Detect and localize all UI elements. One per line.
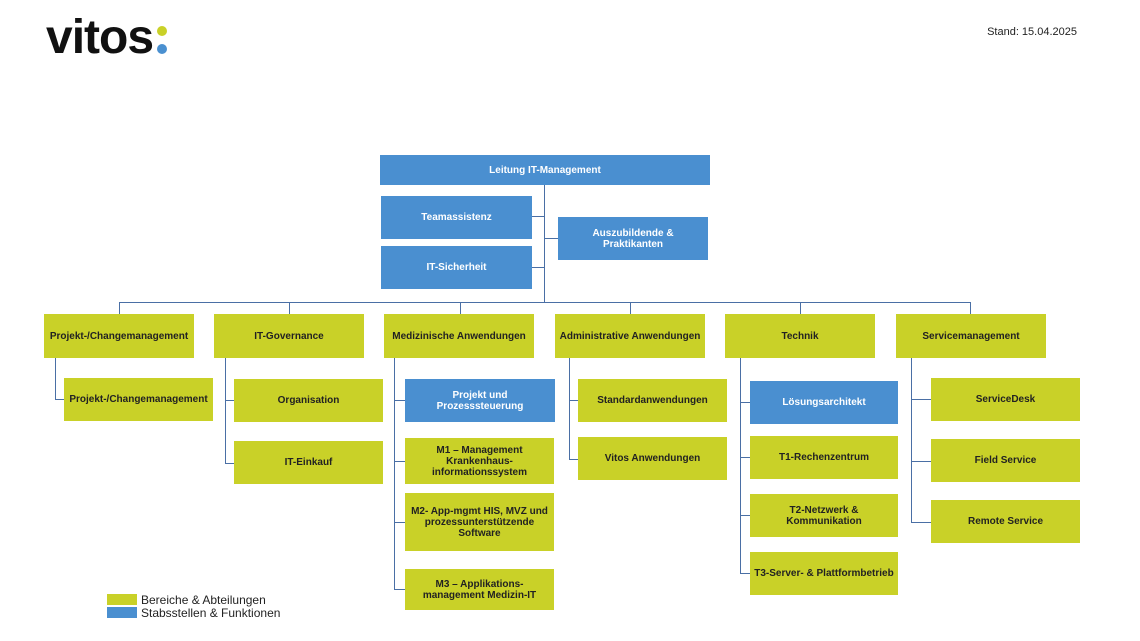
connector-col3-child2: [394, 461, 405, 462]
vitos-logo: vitos: [46, 14, 171, 62]
connector-dept-4: [630, 302, 631, 314]
unit-organisation: Organisation: [234, 379, 383, 422]
connector-col3-child4: [394, 589, 405, 590]
connector-dept-6: [970, 302, 971, 314]
unit-m2: M2- App-mgmt HIS, MVZ und prozessunterst…: [405, 493, 554, 551]
logo-dot-blue: [157, 44, 168, 54]
connector-col2-child1: [225, 400, 234, 401]
legend-row-stabsstellen: Stabsstellen & Funktionen: [107, 605, 281, 620]
connector-col4-vertical: [569, 358, 570, 459]
dept-medizinische-anwendungen: Medizinische Anwendungen: [384, 314, 534, 358]
connector-col4-child2: [569, 459, 578, 460]
connector-col3-vertical: [394, 358, 395, 589]
legend-swatch-green: [107, 594, 137, 605]
logo-dot-green: [157, 26, 168, 36]
connector-col5-child4: [740, 573, 750, 574]
unit-projekt-prozesssteuerung: Projekt und Prozesssteuerung: [405, 379, 555, 422]
box-leitung: Leitung IT-Management: [380, 155, 710, 185]
unit-m1: M1 – Management Krankenhaus-informations…: [405, 438, 554, 484]
unit-projekt-changemanagement: Projekt-/Changemanagement: [64, 378, 213, 421]
unit-standardanwendungen: Standardanwendungen: [578, 379, 727, 422]
legend-label-stabsstellen: Stabsstellen & Funktionen: [141, 605, 281, 620]
box-it-sicherheit: IT-Sicherheit: [381, 246, 532, 289]
dept-technik: Technik: [725, 314, 875, 358]
stand-date: Stand: 15.04.2025: [987, 26, 1077, 38]
connector-col5-vertical: [740, 358, 741, 573]
connector-col6-child3: [911, 522, 931, 523]
connector-department-bus: [119, 302, 971, 303]
unit-it-einkauf: IT-Einkauf: [234, 441, 383, 484]
connector-col6-child1: [911, 399, 931, 400]
connector-dept-2: [289, 302, 290, 314]
connector-col5-child1: [740, 402, 750, 403]
unit-t1-rechenzentrum: T1-Rechenzentrum: [750, 436, 898, 479]
box-teamassistenz: Teamassistenz: [381, 196, 532, 239]
logo-text: vitos: [46, 11, 154, 64]
logo-dots-icon: [157, 14, 171, 62]
connector-col5-child3: [740, 515, 750, 516]
unit-m3: M3 – Applikations-management Medizin-IT: [405, 569, 554, 610]
unit-t2-netzwerk: T2-Netzwerk & Kommunikation: [750, 494, 898, 537]
connector-col1-child1: [55, 399, 64, 400]
dept-it-governance: IT-Governance: [214, 314, 364, 358]
unit-t3-server: T3-Server- & Plattformbetrieb: [750, 552, 898, 595]
unit-loesungsarchitekt: Lösungsarchitekt: [750, 381, 898, 424]
connector-col3-child1: [394, 400, 405, 401]
legend-label-bereiche: Bereiche & Abteilungen: [141, 592, 266, 607]
connector-col5-child2: [740, 457, 750, 458]
connector-dept-5: [800, 302, 801, 314]
connector-teamassistenz: [532, 216, 545, 217]
connector-col4-child1: [569, 400, 578, 401]
unit-remote-service: Remote Service: [931, 500, 1080, 543]
connector-sicherheit: [532, 267, 545, 268]
connector-azubis: [544, 238, 558, 239]
connector-col2-vertical: [225, 358, 226, 463]
connector-col6-child2: [911, 461, 931, 462]
dept-projekt-changemanagement: Projekt-/Changemanagement: [44, 314, 194, 358]
dept-administrative-anwendungen: Administrative Anwendungen: [555, 314, 705, 358]
box-auszubildende: Auszubildende & Praktikanten: [558, 217, 708, 260]
unit-field-service: Field Service: [931, 439, 1080, 482]
dept-servicemanagement: Servicemanagement: [896, 314, 1046, 358]
connector-col3-child3: [394, 522, 405, 523]
legend-swatch-blue: [107, 607, 137, 618]
connector-col1-vertical: [55, 358, 56, 399]
connector-col6-vertical: [911, 358, 912, 522]
unit-servicedesk: ServiceDesk: [931, 378, 1080, 421]
connector-main-vertical: [544, 185, 545, 303]
legend: Bereiche & Abteilungen Stabsstellen & Fu…: [107, 592, 281, 620]
connector-col2-child2: [225, 463, 234, 464]
connector-dept-1: [119, 302, 120, 314]
legend-row-bereiche: Bereiche & Abteilungen: [107, 592, 280, 607]
unit-vitos-anwendungen: Vitos Anwendungen: [578, 437, 727, 480]
connector-dept-3: [460, 302, 461, 314]
